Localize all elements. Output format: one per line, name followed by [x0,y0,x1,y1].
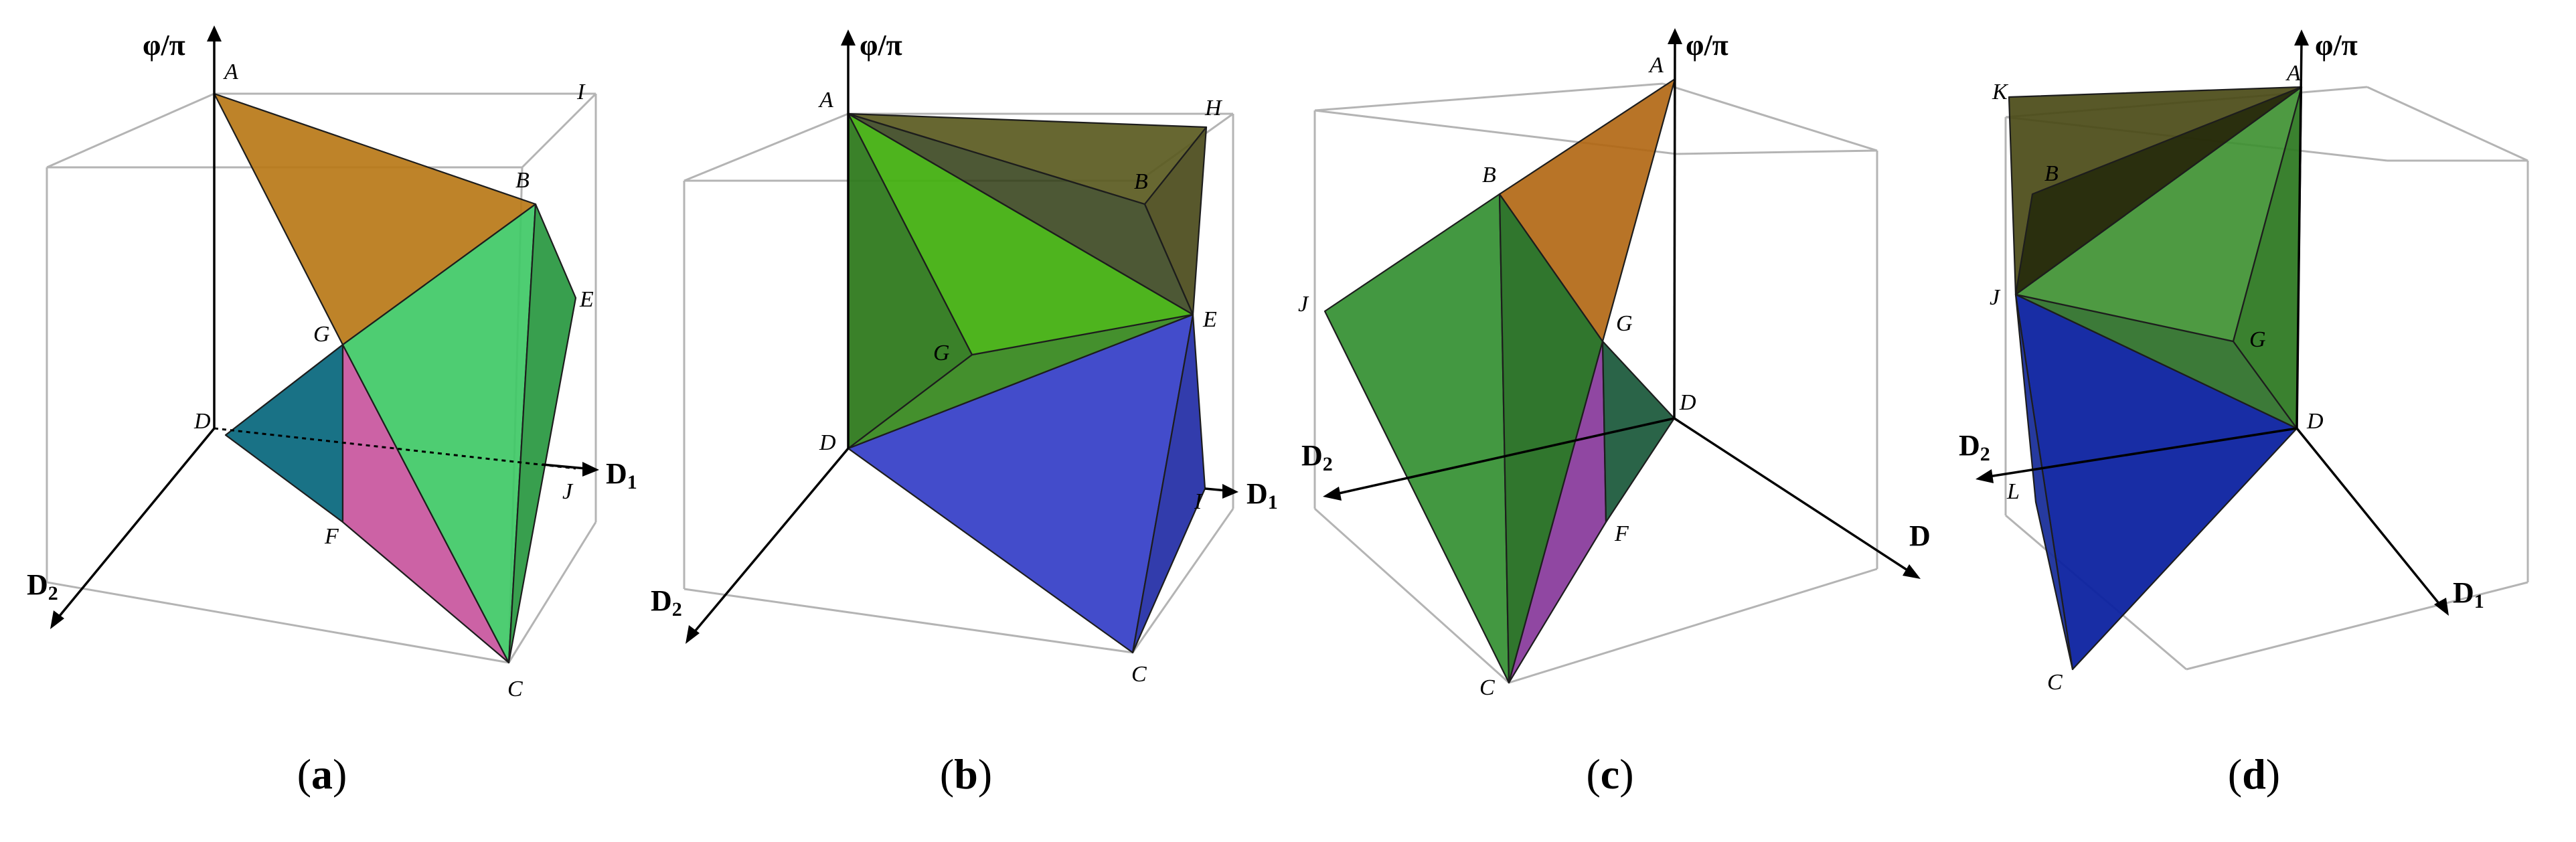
vertex-label-c: C [2047,670,2063,695]
vertex-label-c: C [507,677,523,701]
panel-d-diagram: φ/π D1 D2 K A B J G D L C [1959,29,2529,695]
axes [50,25,599,629]
vertex-label-g: G [933,341,950,365]
solid-faces [213,92,577,664]
vertex-label-g: G [313,322,330,347]
panel-c-caption: (c) [1586,750,1634,798]
panel-a-caption: (a) [297,750,347,798]
vertex-label-k: K [1992,80,2009,104]
axes [1976,29,2449,616]
face-orange [1498,78,1676,343]
bounding-box [1313,82,1878,684]
vertex-label-l: L [2006,479,2020,504]
face-teal [224,343,344,523]
face-green-side [507,203,577,664]
vertex-label-c: C [1479,675,1495,700]
panel-d-caption: (d) [2227,750,2281,798]
vertex-label-c: C [1131,662,1147,687]
d2-axis-label: D2 [27,568,58,604]
panel-d: φ/π D1 D2 K A B J G D L C (d) [1932,0,2576,842]
vertex-label-e: E [1202,307,1217,332]
d1-axis-label: D1 [1246,477,1278,513]
vertex-label-g: G [2249,327,2266,352]
d2-axis-label: D2 [651,584,682,620]
vertex-label-b: B [1134,169,1148,194]
vertex-label-i: I [576,80,586,104]
vertex-label-b: B [1482,163,1496,187]
panel-b: φ/π D1 D2 A H B E G D I C (b) [644,0,1288,842]
solid-faces [1323,78,1676,684]
face-dark-mid [847,112,1194,316]
vertex-label-b: B [2044,161,2059,186]
vertex-label-d: D [193,409,211,434]
vertex-label-d: D [819,430,836,455]
vertex-label-a: A [223,60,238,84]
axes [1323,28,1921,579]
d1-axis-label: D1 [606,457,637,493]
vertex-label-g: G [1616,311,1633,336]
vertex-label-j: J [1298,292,1309,317]
vertex-label-i: I [1194,489,1203,514]
d1-axis-label: D1 [1909,519,1932,556]
panel-a: φ/π D1 D2 A B I E G D J F C (a) [0,0,644,842]
phi-axis-label: φ/π [2315,29,2358,62]
face-green-large [1323,193,1510,684]
panel-c-diagram: φ/π D1 D2 A B J G D F C [1298,28,1932,700]
vertex-label-j: J [562,479,574,504]
panel-b-diagram: φ/π D1 D2 A H B E G D I C [651,29,1278,687]
vertex-label-j: J [1990,285,2001,310]
vertex-label-a: A [1648,53,1664,78]
vertex-label-d: D [2306,409,2324,434]
d1-axis-label: D1 [2453,576,2484,612]
phi-axis-label: φ/π [143,29,185,62]
vertex-label-f: F [1614,521,1629,546]
face-blue-side [1131,313,1206,654]
vertex-label-h: H [1204,96,1223,120]
panel-b-caption: (b) [939,750,993,798]
vertex-label-b: B [515,168,530,193]
phi-axis-label: φ/π [860,29,902,62]
d2-axis-label: D2 [1959,429,1990,465]
panel-c: φ/π D1 D2 A B J G D F C (c) [1288,0,1932,842]
d2-axis-label: D2 [1301,439,1333,475]
vertex-label-e: E [579,287,594,312]
solid-faces [847,112,1208,654]
face-dark-wedge [2014,86,2303,296]
vertex-label-a: A [818,88,833,112]
vertex-label-d: D [1679,390,1696,415]
vertex-label-a: A [2285,61,2301,86]
solid-faces [2008,86,2303,671]
vertex-label-f: F [324,524,339,549]
panel-a-diagram: φ/π D1 D2 A B I E G D J F C [27,25,637,701]
face-blue-side [2014,293,2074,671]
phi-axis-label: φ/π [1686,29,1728,62]
face-teal [1601,340,1676,523]
axes [686,29,1238,644]
